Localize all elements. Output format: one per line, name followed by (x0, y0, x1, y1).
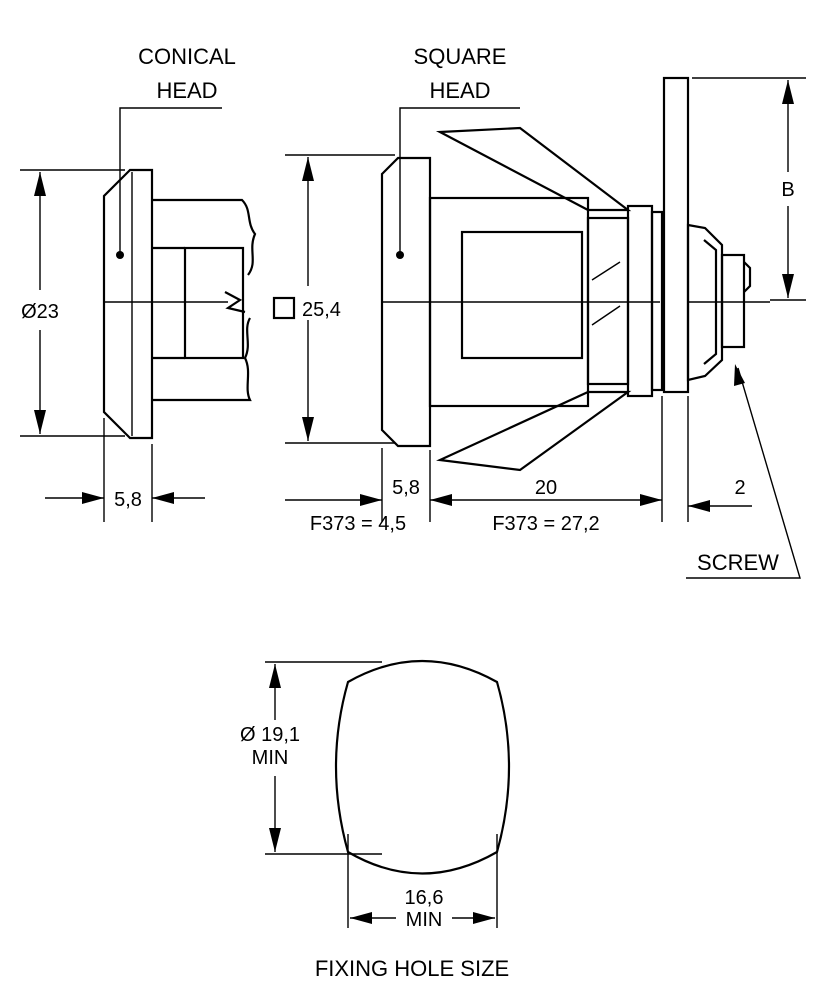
square-head-label-line1: SQUARE (414, 44, 507, 69)
conical-head-view (20, 107, 257, 522)
body-length-dimension: 20 (535, 477, 557, 499)
hole-diameter-dimension-line1: Ø 19,1 (240, 724, 300, 746)
conical-head-thickness-dimension: 5,8 (114, 489, 142, 511)
square-head-view (272, 76, 806, 579)
square-head-label-line2: HEAD (429, 78, 490, 103)
square-head-f373-dimension: F373 = 4,5 (310, 513, 406, 535)
diameter-23-dimension: Ø23 (21, 301, 59, 323)
square-25-4-dimension: 25,4 (302, 299, 341, 321)
fixing-hole-size-label: FIXING HOLE SIZE (315, 956, 509, 981)
cam-length-b-dimension: B (781, 179, 794, 201)
body-length-f373-dimension: F373 = 27,2 (492, 513, 599, 535)
fixing-hole-view (265, 660, 511, 928)
conical-head-label-line2: HEAD (156, 78, 217, 103)
conical-head-label-line1: CONICAL (138, 44, 236, 69)
screw-offset-dimension: 2 (734, 477, 745, 499)
hole-diameter-dimension-line2: MIN (252, 747, 289, 769)
hole-width-dimension-line2: MIN (406, 909, 443, 931)
square-head-thickness-dimension: 5,8 (392, 477, 420, 499)
screw-label: SCREW (697, 550, 779, 575)
hole-width-dimension-line1: 16,6 (405, 887, 444, 909)
